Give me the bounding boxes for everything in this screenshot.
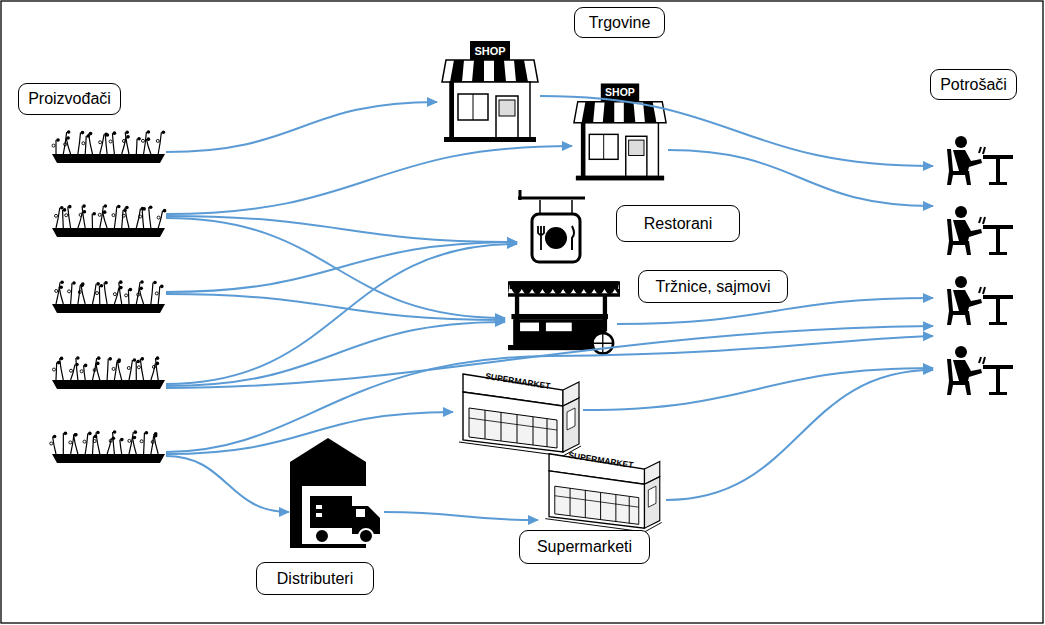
label-box: Potrošači xyxy=(930,69,1017,100)
consumer-icon xyxy=(947,136,1013,185)
flow-arrow xyxy=(166,294,505,320)
flow-arrow xyxy=(166,456,289,512)
flow-arrow xyxy=(166,412,453,454)
consumer-icon xyxy=(947,276,1013,325)
flow-arrow xyxy=(384,512,538,520)
box-label: Distributeri xyxy=(277,570,353,588)
producer-icon xyxy=(52,130,165,163)
flow-arrow xyxy=(166,336,933,452)
flow-arrow xyxy=(583,368,933,410)
consumer-icon xyxy=(947,206,1013,255)
box-label: Potrošači xyxy=(940,76,1007,94)
label-box: Trgovine xyxy=(574,7,665,38)
producer-icon xyxy=(52,204,166,237)
warehouse-icon xyxy=(290,438,380,548)
restaurant-sign-icon xyxy=(518,190,585,262)
producer-icon xyxy=(52,356,165,389)
shop-icon xyxy=(442,41,538,142)
box-label: Trgovine xyxy=(589,14,651,32)
label-box: Supermarketi xyxy=(519,530,650,564)
label-box: Tržnice, sajmovi xyxy=(638,270,788,303)
box-label: Supermarketi xyxy=(537,538,632,556)
label-box: Distributeri xyxy=(256,562,374,595)
box-label: Tržnice, sajmovi xyxy=(656,278,771,296)
producer-icon xyxy=(52,280,165,313)
box-label: Restorani xyxy=(644,215,712,233)
label-box: Restorani xyxy=(616,205,740,242)
label-box: Proizvođači xyxy=(18,83,121,115)
supermarket-icon xyxy=(459,374,581,456)
flow-arrow xyxy=(166,322,505,386)
flow-arrow xyxy=(668,150,933,206)
supermarket-icon xyxy=(545,454,661,532)
flow-arrow xyxy=(166,102,437,152)
flow-arrow xyxy=(166,216,517,242)
flow-arrow xyxy=(166,146,572,214)
consumer-icon xyxy=(947,346,1013,395)
sign-text: SHOP xyxy=(474,46,505,57)
market-stall-icon xyxy=(506,281,625,353)
sign-text: SHOP xyxy=(605,87,635,98)
box-label: Proizvođači xyxy=(28,90,111,108)
producer-icon xyxy=(50,430,165,463)
flow-arrow xyxy=(666,370,933,500)
